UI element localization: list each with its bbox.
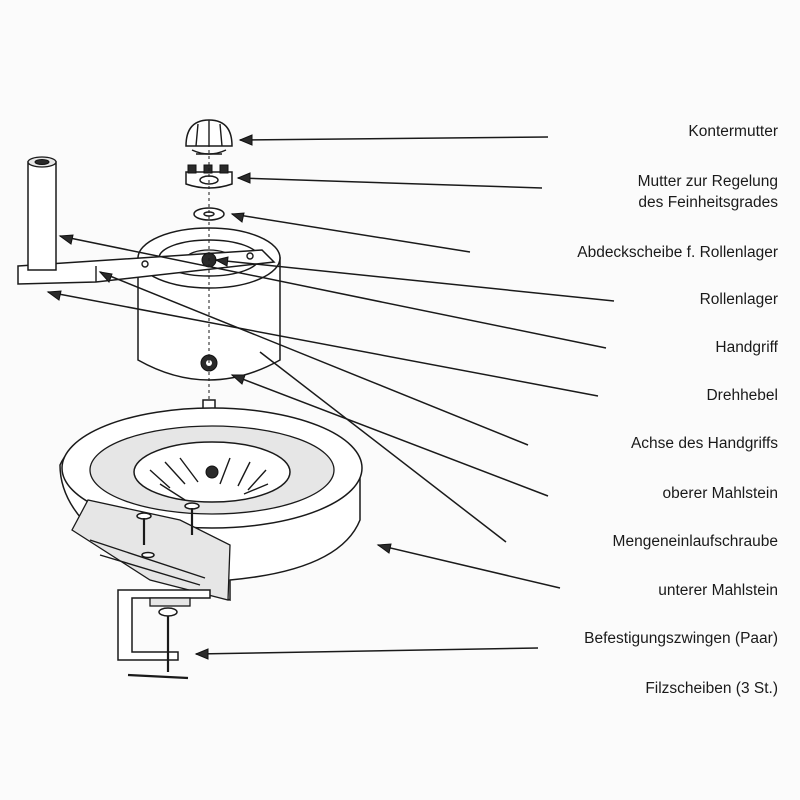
label-mengeneinlaufschraube: Mengeneinlaufschraube	[612, 533, 778, 550]
label-drehhebel: Drehhebel	[706, 387, 778, 404]
befestigungszwinge-part	[117, 589, 211, 680]
drehhebel-part	[17, 249, 276, 285]
label-handgriff: Handgriff	[715, 339, 778, 356]
label-unterer-mahlstein: unterer Mahlstein	[658, 582, 778, 599]
label-abdeckscheibe: Abdeckscheibe f. Rollenlager	[577, 244, 778, 261]
lower-bowl-part	[59, 407, 363, 602]
abdeckscheibe-part	[193, 207, 225, 221]
label-mutter-regelung: Mutter zur Regelung des Feinheitsgrades	[637, 173, 778, 211]
regelmutter-part	[185, 164, 233, 189]
label-kontermutter: Kontermutter	[688, 123, 778, 140]
handgriff-part	[27, 156, 57, 271]
label-achse: Achse des Handgriffs	[630, 435, 778, 452]
label-oberer-mahlstein: oberer Mahlstein	[662, 485, 778, 502]
mengeneinlaufschraube-part	[136, 502, 200, 559]
label-filzscheiben: Filzscheiben (3 St.)	[645, 680, 778, 697]
kontermutter-part	[185, 119, 233, 155]
label-befestigungszwingen: Befestigungszwingen (Paar)	[584, 630, 778, 647]
label-rollenlager: Rollenlager	[699, 291, 778, 308]
pointer-lines	[46, 134, 615, 660]
